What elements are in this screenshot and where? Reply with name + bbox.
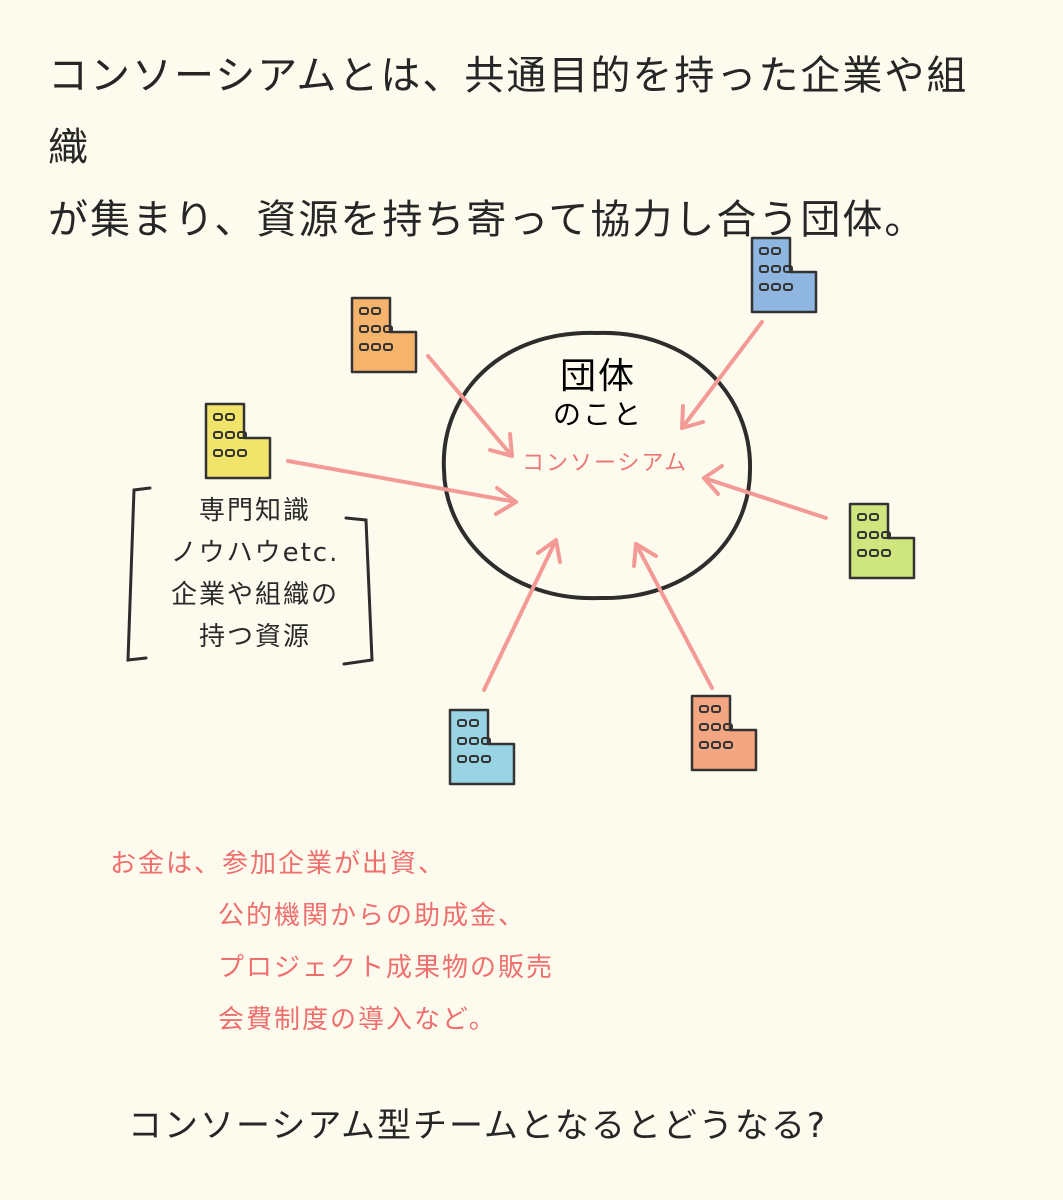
resources-line-1: 専門知識 [198, 496, 311, 526]
arrow-from-yellow [286, 459, 518, 516]
arrow-from-green [702, 464, 828, 520]
funding-note: お金は、参加企業が出資、 公的機関からの助成金、 プロジェクト成果物の販売 会費… [100, 838, 660, 1046]
building-icon [690, 694, 758, 772]
building-icon [848, 502, 916, 580]
consortium-circle [441, 330, 753, 601]
title-line-2: が集まり、資源を持ち寄って協力し合う団体。 [48, 197, 927, 243]
funding-line-3: プロジェクト成果物の販売 [218, 953, 555, 983]
circle-label-sub: のこと [553, 398, 643, 431]
right-bracket [342, 516, 374, 666]
circle-label-consortium: コンソーシアム [522, 451, 688, 476]
resources-line-3: 企業や組織の [170, 580, 339, 610]
resources-line-4: 持つ資源 [198, 622, 311, 652]
building-icon [204, 402, 272, 480]
title-text: コンソーシアムとは、共通目的を持った企業や組織 が集まり、資源を持ち寄って協力し… [48, 40, 1008, 256]
circle-label-main: 団体 [560, 356, 636, 397]
closing-question: コンソーシアム型チームとなるとどうなる? [128, 1106, 827, 1146]
funding-line-2: 公的機関からの助成金、 [218, 901, 527, 931]
resources-line-2: ノウハウetc. [170, 538, 340, 568]
building-icon [350, 296, 418, 374]
arrow-from-salmon [632, 542, 714, 690]
arrow-from-orange [426, 354, 514, 458]
arrow-from-cyan [482, 538, 562, 692]
resources-note: 専門知識 ノウハウetc. 企業や組織の 持つ資源 [150, 490, 360, 658]
title-line-1: コンソーシアムとは、共通目的を持った企業や組織 [48, 53, 969, 171]
funding-line-4: 会費制度の導入など。 [218, 1005, 497, 1035]
left-bracket [126, 486, 152, 662]
funding-line-1: お金は、参加企業が出資、 [110, 849, 447, 879]
building-icon [448, 708, 516, 786]
arrow-from-blue [680, 320, 764, 430]
building-icon [750, 236, 818, 314]
